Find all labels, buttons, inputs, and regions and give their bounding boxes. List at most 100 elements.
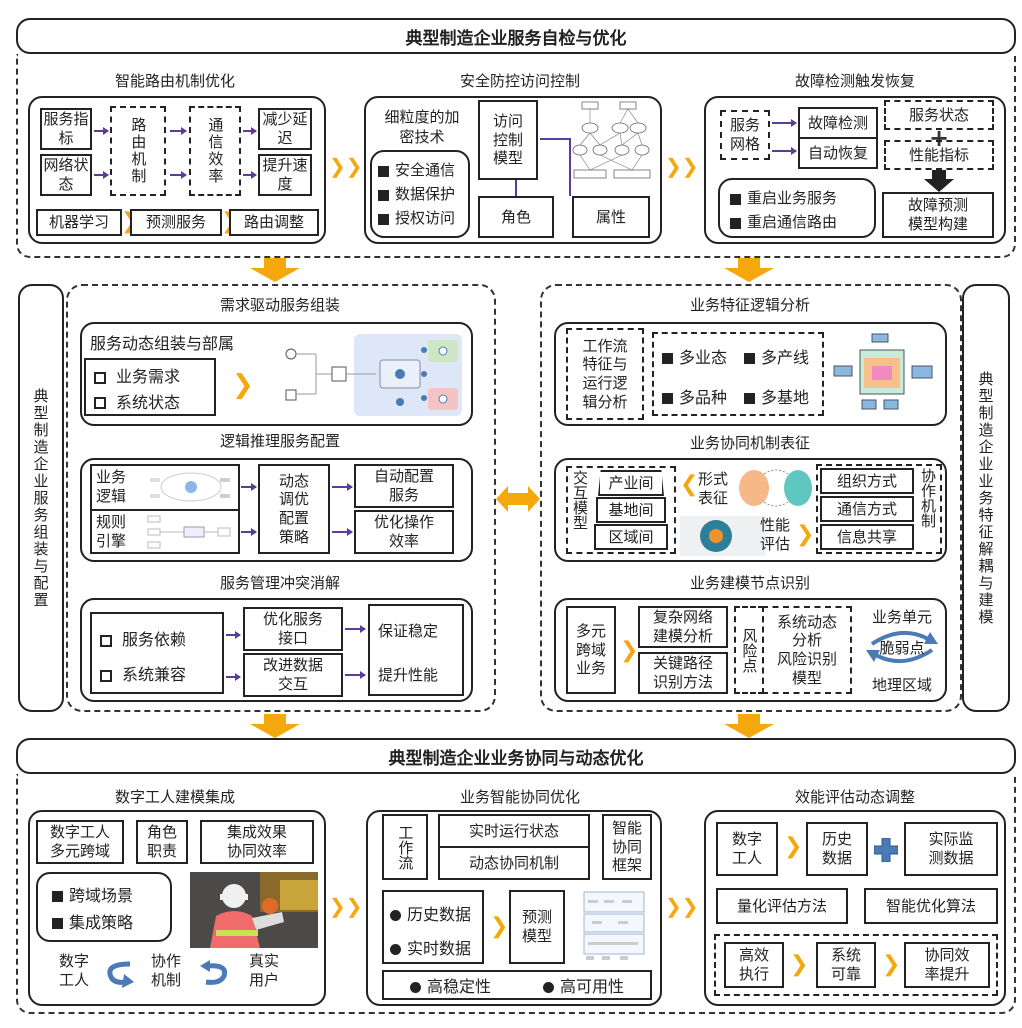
access-control-graph-icon — [572, 101, 651, 179]
auto-config-box: 自动配置服务 — [354, 464, 454, 508]
cycle-collab-mechanism: 协作机制 — [150, 952, 181, 989]
assembly-title: 需求驱动服务组装 — [219, 296, 340, 314]
arrow-icon — [772, 147, 797, 155]
multi-domain-box: 多元跨域业务 — [566, 606, 616, 694]
checkbox-icon — [100, 669, 112, 682]
digital-list: 跨域场景 集成策略 — [36, 872, 172, 942]
checkbox-icon — [94, 371, 106, 384]
fault-model-box: 故障预测模型构建 — [882, 192, 994, 238]
perf-eval-graph-icon — [680, 516, 766, 556]
assembly-item: 业务需求 — [94, 364, 206, 390]
feature-item: 多品种 — [662, 384, 727, 408]
perf-metrics-box: 性能指标 — [884, 140, 994, 170]
right-side-label: 典型制造企业业务特征解耦与建模 — [962, 284, 1010, 712]
ensure-stability-label: 保证稳定 — [378, 622, 439, 640]
data-item: 历史数据 — [390, 898, 476, 932]
digital-item: 跨域场景 — [52, 882, 156, 909]
chevron-right-icon: ❯ — [796, 522, 815, 547]
routing-adjust-box: 路由调整 — [229, 209, 319, 236]
chevron-right-icon: ❯ — [490, 914, 509, 939]
nodes-panel — [554, 598, 947, 702]
digital-worker-box: 数字工人多元跨域 — [36, 820, 124, 864]
bidirectional-arrow-icon — [496, 486, 540, 512]
reduce-latency-box: 减少延迟 — [258, 108, 312, 150]
bottom-section-title: 典型制造企业业务协同与动态优化 — [388, 748, 644, 769]
arrow-icon — [332, 528, 353, 536]
comm-efficiency-box: 通信效率 — [189, 106, 241, 196]
restart-item: 重启业务服务 — [730, 186, 864, 210]
arrow-icon — [170, 127, 187, 135]
smart-framework-box: 智能协同框架 — [602, 814, 652, 880]
bullet-icon — [390, 943, 401, 955]
dynamic-strategy-box: 动态调优配置策略 — [258, 464, 330, 554]
quality-bar: 高稳定性 高可用性 — [382, 970, 652, 1000]
interaction-model-box — [566, 466, 676, 554]
analysis-title: 业务特征逻辑分析 — [689, 296, 810, 314]
conflict-list: 服务依赖 系统兼容 — [90, 612, 224, 694]
business-unit-label: 业务单元 — [871, 608, 932, 626]
integration-effect-box: 集成效果协同效率 — [200, 820, 314, 864]
arrow-icon — [243, 171, 257, 179]
arrow-icon — [94, 171, 109, 179]
plus-icon — [874, 838, 898, 862]
double-chevron-icon: ❯❯ — [665, 894, 699, 918]
cycle-real-user: 真实用户 — [248, 952, 279, 989]
org-method-box: 组织方式 — [820, 468, 914, 494]
geo-region-label: 地理区域 — [871, 676, 932, 694]
risk-point-box: 风险点 — [734, 606, 764, 694]
data-list: 历史数据 实时数据 — [382, 890, 484, 964]
service-mesh-box: 服务网格 — [720, 110, 770, 160]
double-chevron-icon: ❯❯ — [329, 894, 363, 918]
predict-service-box: 预测服务 — [130, 209, 222, 236]
square-bullet-icon — [378, 213, 389, 225]
config-title: 逻辑推理服务配置 — [219, 432, 340, 450]
cycle-arrows-icon — [866, 630, 938, 664]
arrow-icon — [241, 483, 257, 491]
encryption-list: 安全通信 数据保护 授权访问 — [370, 150, 470, 238]
conflict-results — [368, 604, 464, 696]
connector-line — [569, 138, 571, 196]
feature-item: 多业态 — [662, 344, 727, 368]
square-bullet-icon — [52, 891, 63, 902]
chevron-right-icon: ❯ — [620, 638, 639, 663]
arrow-down-icon — [250, 258, 300, 282]
eval-worker-box: 数字工人 — [716, 822, 778, 876]
arrow-down-icon — [250, 714, 300, 738]
bullet-icon — [409, 982, 421, 993]
cycle-arrow-icon — [107, 961, 134, 988]
nodes-title: 业务建模节点识别 — [689, 574, 810, 592]
quality-item: 高可用性 — [542, 973, 624, 997]
routing-mechanism-box: 路由机制 — [110, 106, 166, 196]
assembly-subtitle: 服务动态组装与部属 — [90, 334, 235, 353]
chevron-right-icon: ❯ — [790, 952, 809, 977]
fault-detect-box: 故障检测 — [798, 107, 878, 139]
arrow-icon — [345, 671, 366, 679]
eval-history-box: 历史数据 — [806, 822, 868, 876]
collab-efficiency-box: 协同效率提升 — [904, 942, 990, 988]
smart-algo-box: 智能优化算法 — [864, 888, 998, 924]
restart-item: 重启通信路由 — [730, 210, 864, 234]
plus-icon: + — [929, 124, 950, 152]
arrow-down-icon — [724, 258, 774, 282]
arrow-icon — [540, 138, 570, 140]
optimize-interface-box: 优化服务接口 — [243, 607, 343, 651]
arrow-icon — [772, 119, 797, 127]
checkbox-icon — [94, 397, 106, 410]
digital-title: 数字工人建模集成 — [114, 788, 235, 806]
checkbox-icon — [100, 634, 112, 647]
assembly-item: 系统状态 — [94, 390, 206, 416]
bullet-icon — [390, 910, 401, 921]
complex-network-box: 复杂网络建模分析 — [638, 606, 728, 648]
role-box: 角色 — [478, 196, 554, 238]
critical-path-box: 关键路径识别方法 — [638, 652, 728, 694]
improve-perf-label: 提升性能 — [378, 666, 439, 684]
efficient-exec-box: 高效执行 — [724, 942, 784, 988]
square-bullet-icon — [730, 217, 741, 229]
arrow-icon — [515, 180, 517, 196]
arrow-icon — [94, 127, 109, 135]
right-section-container — [540, 284, 962, 712]
routing-title: 智能路由机制优化 — [114, 72, 235, 90]
arrow-icon — [170, 171, 187, 179]
top-section-title: 典型制造企业服务自检与优化 — [405, 28, 627, 49]
predict-model-box: 预测模型 — [509, 890, 565, 964]
